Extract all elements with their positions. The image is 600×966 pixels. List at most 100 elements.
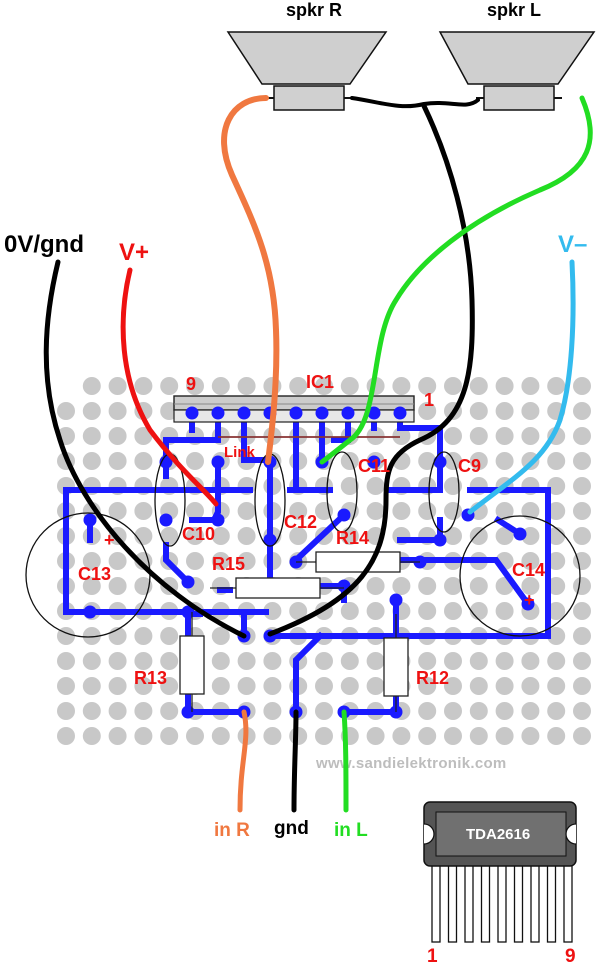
board-hole [315, 377, 333, 395]
solder-pad [367, 455, 381, 469]
board-hole [82, 377, 101, 395]
board-hole [418, 702, 437, 720]
board-hole [521, 702, 540, 720]
board-hole [237, 652, 256, 670]
board-hole [495, 652, 514, 670]
package-leg [464, 861, 474, 943]
board-hole [547, 377, 566, 395]
board-hole [340, 377, 359, 395]
board-hole [211, 627, 230, 645]
wire-vplus-red [120, 267, 219, 507]
board-hole [469, 402, 488, 420]
c12-label: C12 [284, 512, 317, 532]
vminus-supply-label: V– [558, 231, 587, 258]
speaker-l-label: spkr L [487, 0, 541, 20]
board-hole [521, 577, 540, 595]
board-hole [547, 577, 566, 595]
speaker-r [226, 31, 388, 111]
board-hole [108, 452, 127, 470]
board-hole [444, 727, 462, 745]
board-hole [495, 402, 514, 420]
board-hole [108, 427, 127, 445]
ic1-pin [315, 406, 329, 420]
board-hole [211, 677, 230, 695]
tda2616-package: TDA2616 1 9 [423, 801, 577, 966]
board-hole [366, 577, 385, 595]
board-hole [211, 527, 230, 545]
board-hole [289, 377, 308, 395]
board-hole [418, 402, 437, 420]
board-hole [573, 727, 591, 745]
package-leg [447, 861, 458, 943]
ic1-pin [185, 406, 199, 420]
board-hole [108, 502, 127, 520]
board-hole [186, 552, 204, 570]
ic1-pin [211, 406, 225, 420]
board-hole [444, 427, 462, 445]
ic1-pin [341, 406, 355, 420]
board-hole [289, 602, 308, 620]
board-hole [82, 652, 101, 670]
board-hole [573, 702, 591, 720]
board-hole [340, 452, 359, 470]
board-hole [444, 602, 462, 620]
board-hole [495, 602, 514, 620]
labels: spkr R spkr L 0V/gnd V+ V– IC1 9 1 Link … [4, 0, 587, 841]
board-hole [547, 627, 566, 645]
package-leg [530, 861, 540, 943]
solder-pad [263, 533, 277, 547]
board-hole [547, 552, 566, 570]
board-hole [521, 652, 540, 670]
board-hole [263, 727, 282, 745]
board-hole [134, 652, 153, 670]
board-hole [108, 552, 127, 570]
board-hole [469, 427, 488, 445]
link-label: Link [224, 444, 255, 461]
board-hole [469, 452, 488, 470]
board-hole [521, 377, 540, 395]
solder-pad [433, 455, 447, 469]
board-hole [134, 552, 153, 570]
board-hole [186, 727, 204, 745]
wire-speaker-common-down [267, 103, 475, 637]
board-hole [444, 527, 462, 545]
board-hole [263, 702, 282, 720]
package-leg [480, 861, 491, 943]
board-hole [82, 402, 101, 420]
solder-pad [211, 455, 225, 469]
board-hole [495, 727, 514, 745]
board-hole [82, 577, 101, 595]
board-hole [82, 552, 101, 570]
solder-pad [211, 513, 225, 527]
board-hole [211, 377, 230, 395]
wires [43, 95, 593, 813]
speaker-r-label: spkr R [286, 0, 342, 20]
board-hole [392, 502, 411, 520]
board-hole [237, 527, 256, 545]
board-hole [82, 452, 101, 470]
board-hole [469, 652, 488, 670]
board-hole [160, 377, 179, 395]
board-hole [340, 652, 359, 670]
solder-pads [83, 455, 535, 719]
board-hole [392, 577, 411, 595]
ic1-pins [185, 406, 407, 420]
board-hole [521, 502, 540, 520]
package-leg [431, 861, 441, 943]
board-hole [444, 377, 462, 395]
board-hole [160, 702, 179, 720]
wire-speaker-common-black [350, 96, 480, 109]
board-hole [495, 702, 514, 720]
board-hole [444, 502, 462, 520]
board-hole [108, 377, 127, 395]
board-hole [547, 502, 566, 520]
resistor-r12-body [383, 637, 409, 697]
board-hole [573, 527, 591, 545]
board-hole [160, 652, 179, 670]
board-hole [366, 427, 385, 445]
c13-label: C13 [78, 564, 111, 584]
board-hole [547, 477, 566, 495]
board-hole [160, 727, 179, 745]
board-hole [263, 652, 282, 670]
board-hole [57, 702, 75, 720]
